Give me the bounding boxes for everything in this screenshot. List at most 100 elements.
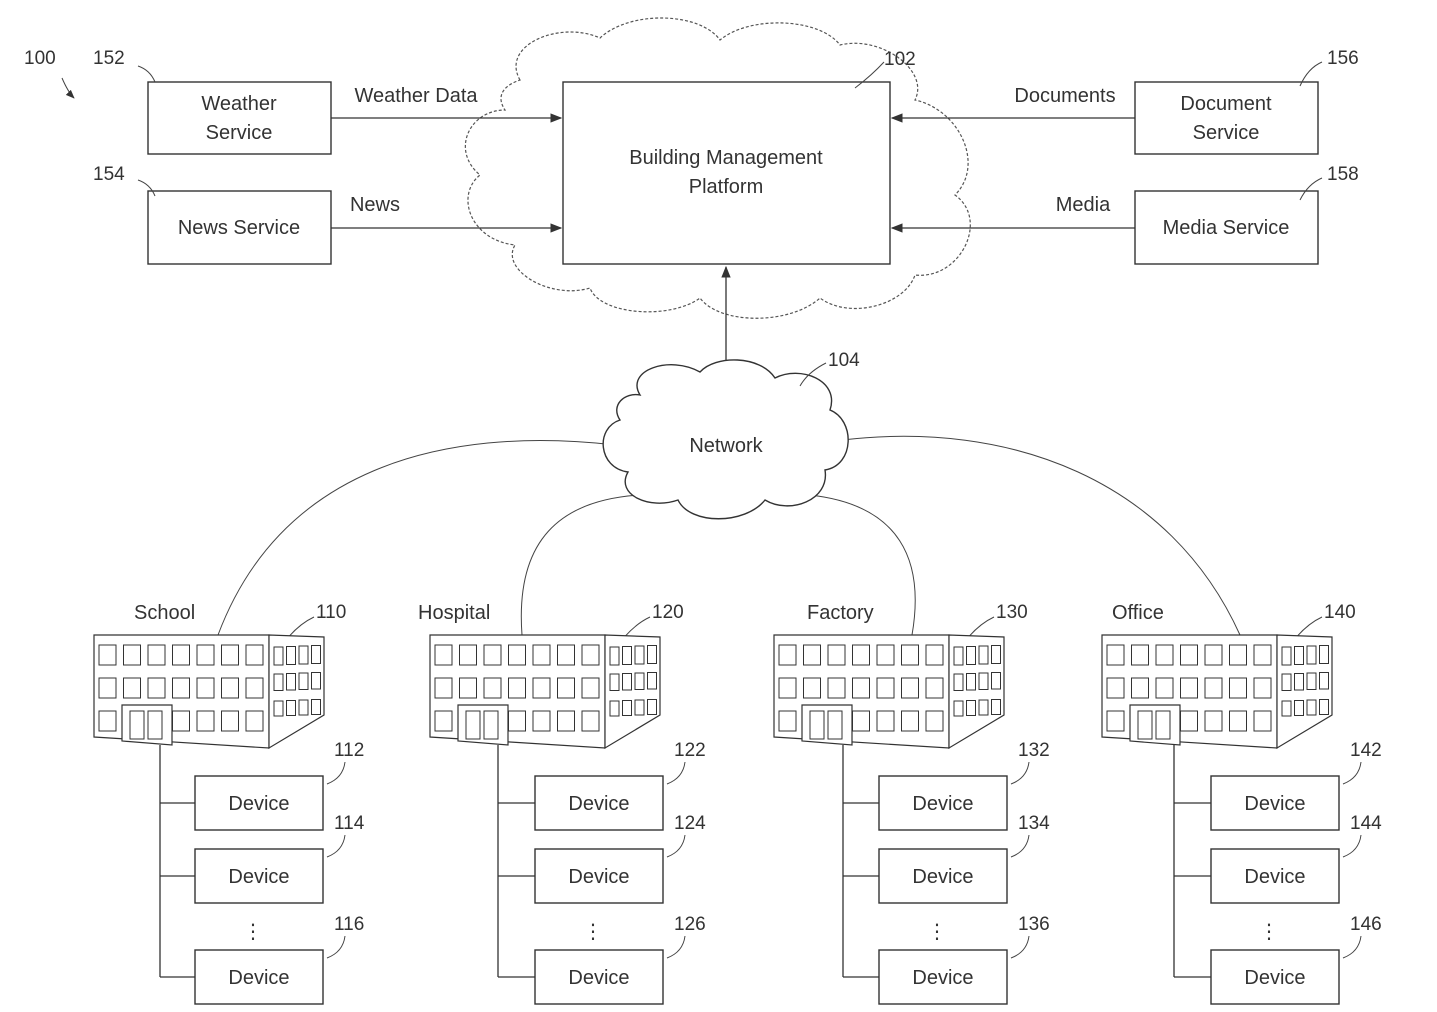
device-label: Device — [912, 967, 973, 989]
building-window — [99, 678, 116, 698]
building-window — [582, 711, 599, 731]
building-window — [648, 646, 657, 664]
network-label: Network — [689, 435, 763, 457]
building-window — [1282, 647, 1291, 665]
device-ref-leader — [667, 936, 685, 958]
building-window — [222, 711, 239, 731]
building-window — [992, 646, 1001, 664]
building-window — [1107, 711, 1124, 731]
buildings-layer: School110Device112Device114Device116⋮ Hos… — [94, 602, 1382, 1004]
building-window — [299, 673, 308, 690]
building-window — [484, 645, 501, 665]
building-window — [274, 647, 283, 665]
building-window — [533, 645, 550, 665]
device-label: Device — [912, 866, 973, 888]
building-ref: 130 — [996, 602, 1028, 623]
media-arrow-label: Media — [1056, 194, 1111, 216]
building-window — [648, 700, 657, 715]
building-window — [484, 678, 501, 698]
building-window — [954, 674, 963, 691]
figure-ref: 100 — [24, 48, 56, 69]
building-window — [979, 673, 988, 690]
building-school: School110Device112Device114Device116⋮ — [94, 602, 365, 1004]
device-ref-leader — [667, 762, 685, 784]
building-window — [967, 701, 976, 716]
building-window — [902, 678, 919, 698]
building-window — [1132, 645, 1149, 665]
documents-arrow-label: Documents — [1014, 85, 1115, 107]
device-label: Device — [1244, 967, 1305, 989]
building-window — [533, 678, 550, 698]
device-label: Device — [228, 866, 289, 888]
news-service-ref: 154 — [93, 164, 125, 185]
building-window — [274, 674, 283, 691]
building-window — [992, 700, 1001, 715]
building-door — [466, 711, 480, 739]
building-window — [222, 678, 239, 698]
media-service-ref: 158 — [1327, 164, 1359, 185]
building-window — [828, 678, 845, 698]
building-window — [1205, 711, 1222, 731]
building-window — [635, 700, 644, 715]
building-window — [1307, 673, 1316, 690]
building-door — [828, 711, 842, 739]
device-ref-leader — [327, 835, 345, 857]
platform-label-line1: Building Management — [629, 147, 823, 169]
device-ref-leader — [1343, 762, 1361, 784]
building-door — [130, 711, 144, 739]
building-window — [1320, 700, 1329, 715]
building-window — [623, 701, 632, 716]
building-door — [484, 711, 498, 739]
building-name: Office — [1112, 602, 1164, 624]
weather-service-ref: 152 — [93, 48, 125, 69]
building-window — [312, 646, 321, 664]
building-window — [877, 645, 894, 665]
device-ellipsis: ⋮ — [583, 921, 603, 943]
building-name: School — [134, 602, 195, 624]
weather-service-label-line2: Service — [206, 122, 273, 144]
building-window — [312, 673, 321, 690]
building-window — [610, 674, 619, 691]
building-window — [853, 645, 870, 665]
building-window — [299, 646, 308, 664]
building-window — [1320, 673, 1329, 690]
building-factory: Factory130Device132Device134Device136⋮ — [774, 602, 1050, 1004]
building-window — [610, 701, 619, 716]
device-label: Device — [568, 967, 629, 989]
building-ref: 140 — [1324, 602, 1356, 623]
building-door — [1156, 711, 1170, 739]
device-ref: 122 — [674, 740, 706, 761]
building-window — [533, 711, 550, 731]
building-window — [148, 678, 165, 698]
media-service-label: Media Service — [1163, 217, 1290, 239]
building-window — [1320, 646, 1329, 664]
device-ref: 134 — [1018, 813, 1050, 834]
building-window — [992, 673, 1001, 690]
platform-box — [563, 82, 890, 264]
building-window — [246, 678, 263, 698]
device-ellipsis: ⋮ — [927, 921, 947, 943]
device-ellipsis: ⋮ — [1259, 921, 1279, 943]
building-window — [173, 678, 190, 698]
device-ref-leader — [1011, 762, 1029, 784]
device-ref-leader — [667, 835, 685, 857]
building-window — [1230, 645, 1247, 665]
network-ref: 104 — [828, 350, 860, 371]
device-ref-leader — [1011, 936, 1029, 958]
news-service-label: News Service — [178, 217, 300, 239]
building-window — [1295, 647, 1304, 665]
building-window — [222, 645, 239, 665]
building-window — [197, 678, 214, 698]
building-window — [1132, 678, 1149, 698]
building-window — [635, 673, 644, 690]
building-name: Hospital — [418, 602, 490, 624]
device-label: Device — [568, 793, 629, 815]
news-arrow-label: News — [350, 194, 400, 216]
building-door — [810, 711, 824, 739]
building-window — [299, 700, 308, 715]
building-window — [926, 645, 943, 665]
building-window — [954, 647, 963, 665]
device-ref: 144 — [1350, 813, 1382, 834]
document-service-label-line2: Service — [1193, 122, 1260, 144]
building-window — [287, 647, 296, 665]
